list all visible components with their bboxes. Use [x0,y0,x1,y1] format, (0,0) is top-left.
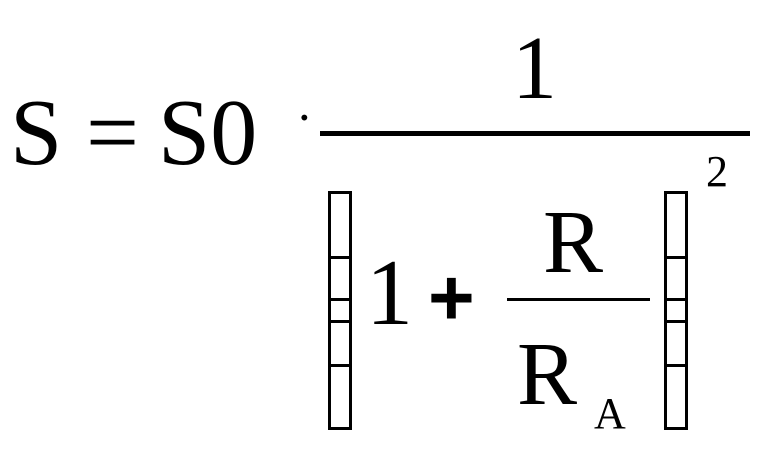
left-bracket [328,191,352,430]
plus-sign: + [428,253,475,342]
main-fraction-bar [320,131,750,136]
right-bracket [664,191,688,430]
right-bracket-segment [667,298,685,301]
inner-one: 1 [366,241,413,345]
inner-fraction-numerator: R [543,193,604,292]
left-bracket-segment [331,320,349,323]
right-bracket-segment [667,256,685,259]
right-bracket-segment [667,320,685,323]
right-bracket-segment [667,364,685,367]
fraction-numerator: 1 [512,19,557,118]
equals-sign: = [86,81,140,185]
inner-fraction-denominator: R [517,325,578,424]
left-bracket-segment [331,364,349,367]
denominator-subscript: A [594,389,626,438]
formula-coefficient: S0 [158,81,258,185]
left-bracket-segment [331,298,349,301]
exponent: 2 [706,147,728,196]
multiply-dot: · [296,89,313,145]
left-bracket-segment [331,256,349,259]
formula-lhs-symbol: S [10,81,63,185]
inner-fraction-bar [507,298,650,301]
